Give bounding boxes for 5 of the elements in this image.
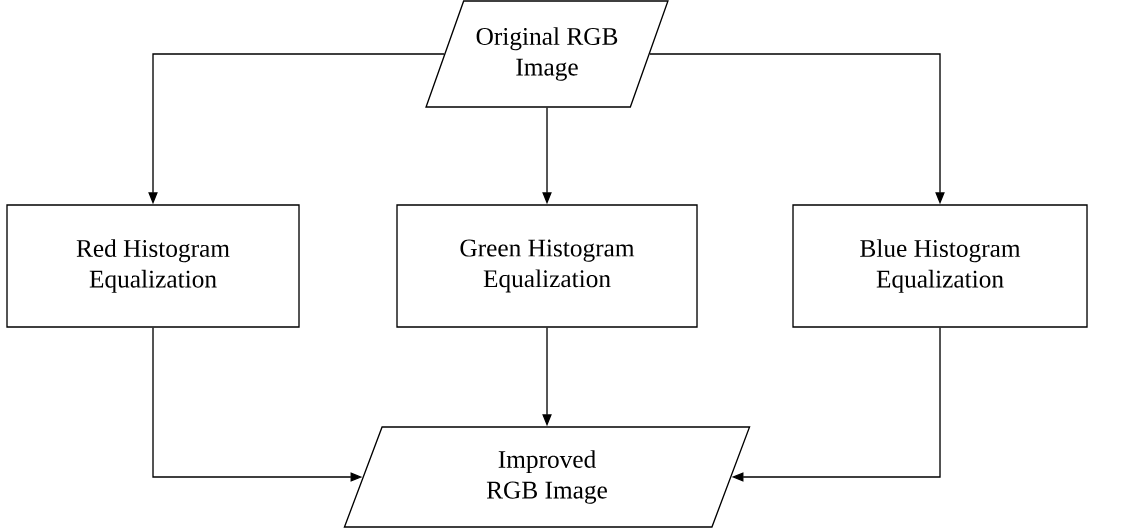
process-box: Green Histogram Equalization	[396, 204, 698, 328]
process-box: Blue Histogram Equalization	[792, 204, 1088, 328]
input-output-parallelogram: Improved RGB Image	[343, 426, 751, 528]
input-output-parallelogram: Original RGB Image	[425, 0, 669, 108]
process-box: Red Histogram Equalization	[6, 204, 300, 328]
